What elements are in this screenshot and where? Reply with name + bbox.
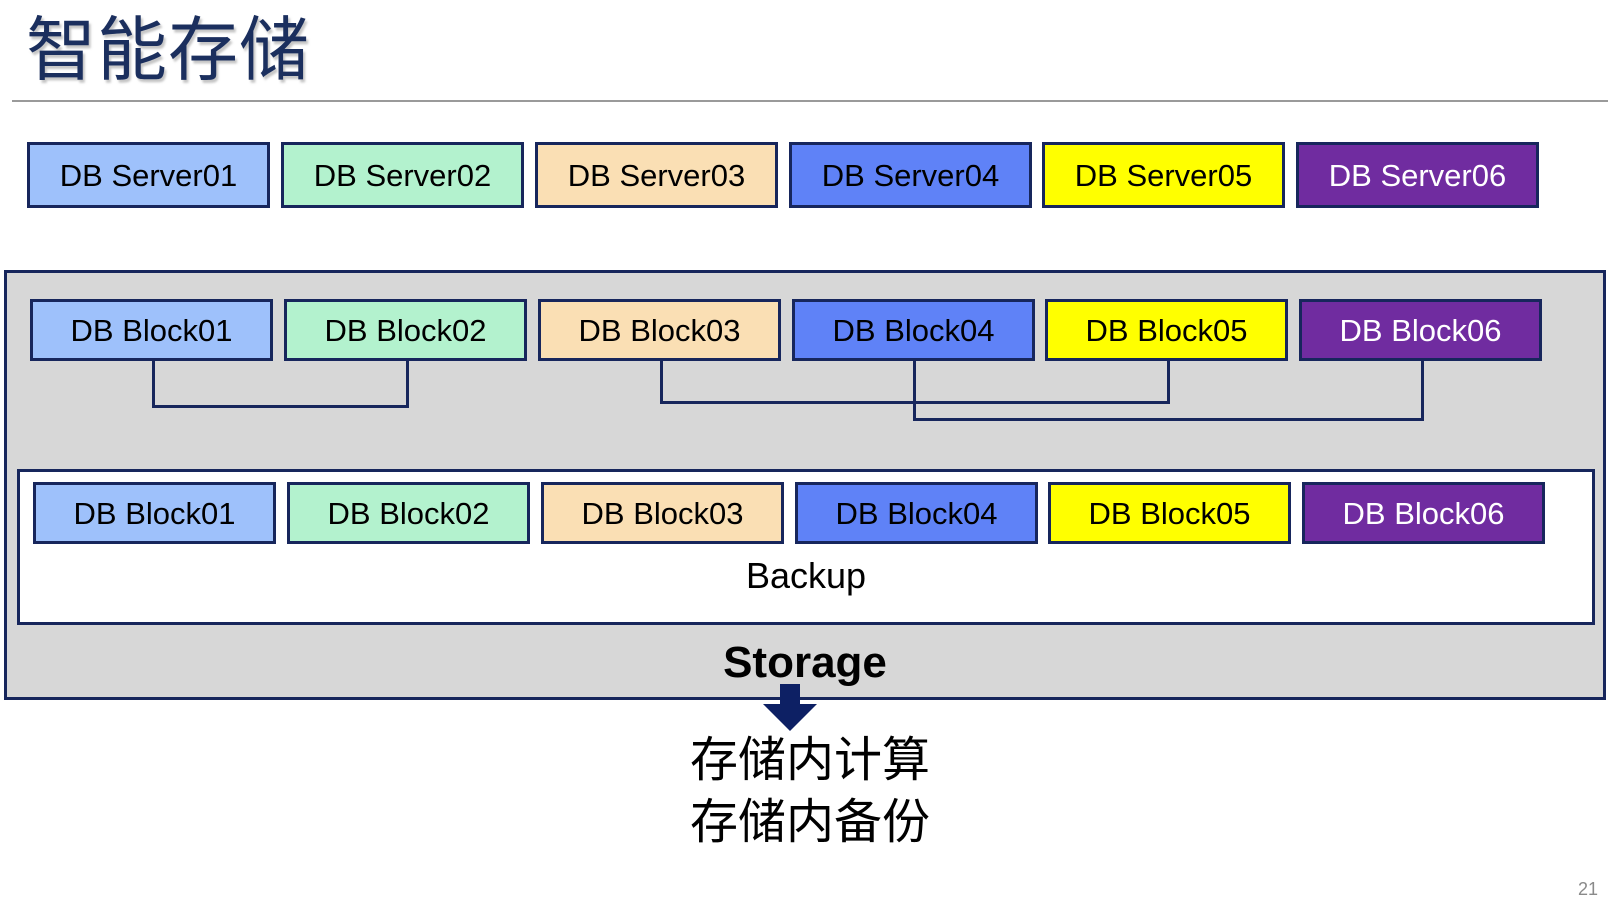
db-server-box-6: DB Server06 — [1296, 142, 1539, 208]
backup-label: Backup — [745, 555, 867, 596]
arrow-head — [763, 704, 817, 731]
db-server-box-5: DB Server05 — [1042, 142, 1285, 208]
bracket-block04-block06-bottom — [913, 418, 1424, 421]
db-block-box-primary-4: DB Block04 — [792, 299, 1035, 361]
bracket-block01-block02-right — [406, 361, 409, 405]
db-server-box-2: DB Server02 — [281, 142, 524, 208]
db-block-box-backup-4: DB Block04 — [795, 482, 1038, 544]
bracket-block03-block05-right — [1167, 361, 1170, 401]
caption-line-1: 存储内计算 — [689, 734, 930, 787]
db-block-box-primary-3: DB Block03 — [538, 299, 781, 361]
bracket-block01-block02-bottom — [152, 405, 409, 408]
caption-line-2: 存储内备份 — [689, 796, 930, 849]
page-title: 智能存储 — [26, 11, 310, 89]
db-block-box-backup-5: DB Block05 — [1048, 482, 1291, 544]
db-block-box-backup-6: DB Block06 — [1302, 482, 1545, 544]
down-arrow-icon — [763, 684, 817, 731]
db-server-box-3: DB Server03 — [535, 142, 778, 208]
bracket-block01-block02-left — [152, 361, 155, 405]
db-block-box-backup-1: DB Block01 — [33, 482, 276, 544]
slide-caption: 存储内计算 存储内备份 — [0, 730, 1620, 854]
db-block-box-primary-6: DB Block06 — [1299, 299, 1542, 361]
storage-label: Storage — [723, 638, 887, 687]
db-block-box-primary-2: DB Block02 — [284, 299, 527, 361]
arrow-stem — [780, 684, 800, 706]
bracket-block03-block05-left — [660, 361, 663, 401]
page-number: 21 — [1577, 879, 1598, 899]
db-block-box-backup-2: DB Block02 — [287, 482, 530, 544]
db-block-box-primary-5: DB Block05 — [1045, 299, 1288, 361]
db-block-box-primary-1: DB Block01 — [30, 299, 273, 361]
db-server-box-1: DB Server01 — [27, 142, 270, 208]
bracket-block04-block06-left — [913, 361, 916, 418]
db-server-box-4: DB Server04 — [789, 142, 1032, 208]
title-divider — [12, 100, 1608, 102]
db-block-box-backup-3: DB Block03 — [541, 482, 784, 544]
bracket-block04-block06-right — [1421, 361, 1424, 418]
